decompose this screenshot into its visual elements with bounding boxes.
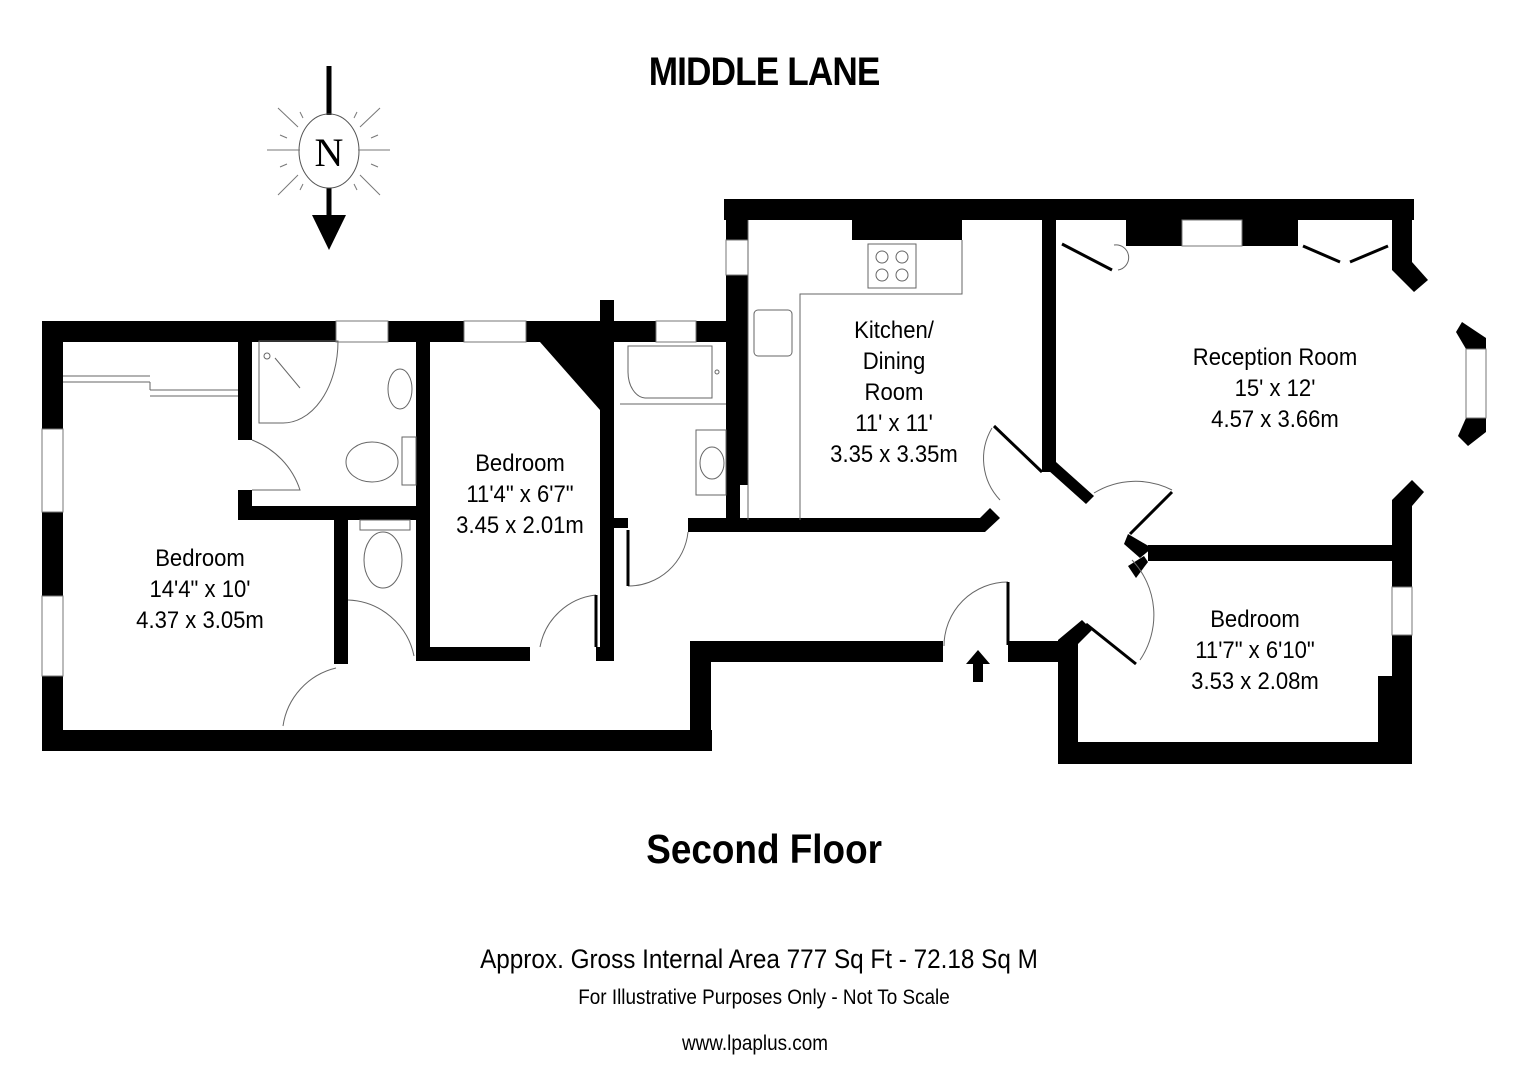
gross-area-text: Approx. Gross Internal Area 777 Sq Ft - … [480,944,1038,974]
room-bedroom-1: Bedroom 14'4" x 10' 4.37 x 3.05m [99,543,301,636]
room-reception: Reception Room 15' x 12' 4.57 x 3.66m [1146,342,1404,435]
room-kitchen-dining: Kitchen/ Dining Room 11' x 11' 3.35 x 3.… [802,315,986,470]
room-name: Reception Room [1192,344,1358,371]
room-name-line: Dining [862,348,926,375]
room-metric: 3.35 x 3.35m [830,441,958,468]
room-metric: 3.53 x 2.08m [1191,668,1319,695]
room-imperial: 11'7" x 6'10" [1195,637,1315,664]
room-name: Bedroom [475,450,565,477]
floor-name: Second Floor [646,826,882,872]
website-link[interactable]: www.lpaplus.com [681,1032,828,1055]
walls [42,199,1486,764]
room-imperial: 11' x 11' [855,410,933,437]
svg-text:N: N [315,130,344,175]
door-leaves [342,242,1389,666]
room-name: Bedroom [1210,606,1300,633]
north-arrow-icon: N [267,66,390,250]
room-imperial: 15' x 12' [1234,375,1316,402]
room-metric: 4.57 x 3.66m [1211,406,1339,433]
disclaimer-text: For Illustrative Purposes Only - Not To … [578,986,950,1009]
street-name-title: MIDDLE LANE [648,50,881,94]
room-name-line: Room [864,379,924,406]
room-bedroom-3: Bedroom 11'7" x 6'10" 3.53 x 2.08m [1154,604,1356,697]
room-metric: 4.37 x 3.05m [136,607,264,634]
windows [41,219,1487,677]
room-name: Bedroom [155,545,245,572]
fixtures [63,220,1173,727]
room-imperial: 11'4" x 6'7" [466,481,574,508]
room-metric: 3.45 x 2.01m [456,512,584,539]
room-bedroom-2: Bedroom 11'4" x 6'7" 3.45 x 2.01m [423,448,616,541]
room-imperial: 14'4" x 10' [149,576,251,603]
room-name-line: Kitchen/ [854,317,934,344]
